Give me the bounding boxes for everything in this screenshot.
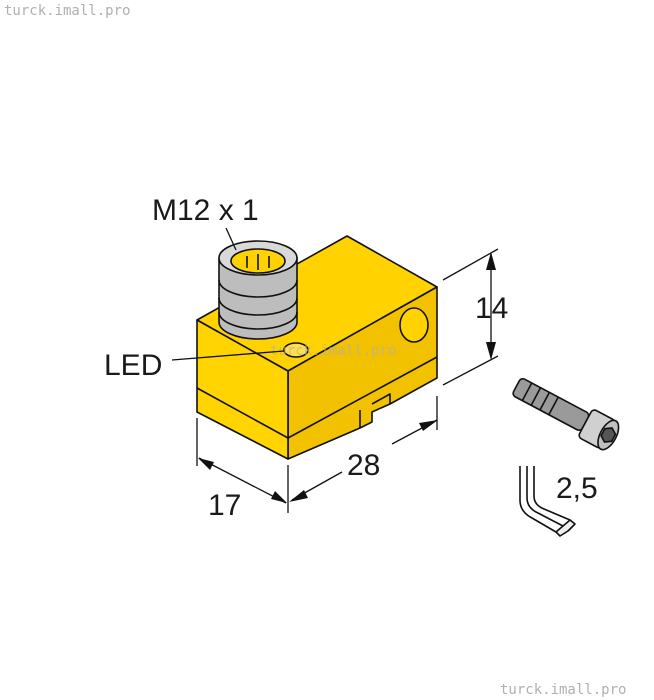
body-right-groove (287, 356, 438, 439)
length-arrow-right (419, 420, 438, 431)
body-front-face (196, 319, 289, 460)
connector-ring-2 (218, 297, 298, 316)
height-extension-top (442, 248, 499, 281)
hex-socket-icon (600, 427, 617, 443)
body-front-groove (196, 387, 289, 439)
height-arrow-bottom (486, 342, 496, 360)
connector-barrel (218, 257, 298, 340)
height-value: 14 (475, 292, 508, 325)
width-dimension-line (198, 457, 287, 504)
m12-connector (218, 240, 298, 340)
width-dimension: 17 (196, 418, 287, 522)
hex-key-icon: 2,5 (519, 466, 598, 537)
mounting-screw (512, 377, 620, 451)
watermark-center: turck.imall.pro (270, 343, 396, 359)
connector-ring-1 (218, 279, 298, 298)
length-arrow-left (289, 490, 308, 502)
mounting-hole (399, 307, 429, 343)
screw-shaft (512, 377, 590, 432)
watermark-bottom-right: turck.imall.pro (500, 682, 626, 698)
width-arrow-right (271, 491, 287, 503)
width-value: 17 (208, 489, 241, 522)
led-label: LED (104, 349, 162, 382)
body-notch-right (371, 393, 391, 405)
height-arrow-top (486, 252, 496, 270)
connector-leader-line (225, 227, 237, 251)
watermark-top-left: turck.imall.pro (4, 3, 130, 19)
height-extension-bottom (442, 355, 499, 386)
led-window (283, 342, 309, 358)
connector-ring-3 (218, 311, 298, 330)
led-leader-line (171, 350, 285, 361)
height-dimension: 14 (442, 248, 508, 386)
width-arrow-left (198, 458, 214, 470)
length-dimension: 28 (287, 396, 438, 513)
hex-key-size: 2,5 (556, 472, 598, 505)
length-value: 28 (347, 449, 380, 482)
connector-label: M12 x 1 (152, 194, 259, 227)
